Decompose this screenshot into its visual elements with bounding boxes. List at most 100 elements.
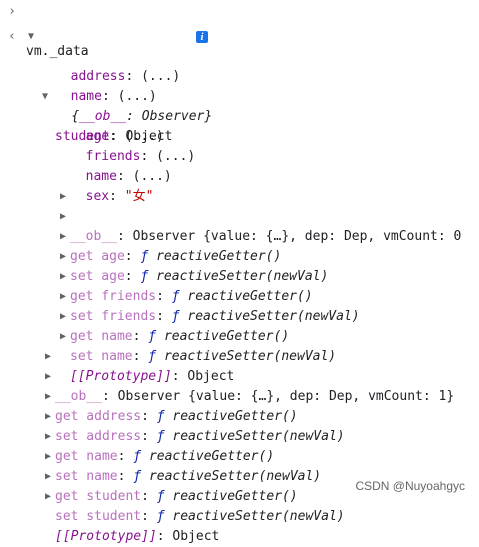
property-value-string: "女" (124, 189, 154, 204)
property-row-age[interactable]: age: (...) (85, 129, 164, 144)
property-row-ob[interactable]: ▶ __ob__: Observer {value: {…}, dep: Dep… (58, 187, 461, 244)
accessor-row[interactable]: ▶ get friends: ƒ reactiveGetter() (58, 247, 313, 304)
object-preview-colon: : (126, 109, 142, 124)
property-key: student (55, 129, 110, 144)
function-icon: ƒ (140, 269, 149, 284)
function-signature: reactiveGetter() (148, 449, 275, 464)
property-key: name (85, 169, 117, 184)
property-value: Object (125, 129, 173, 144)
property-row-student[interactable]: ▼ student: Object (40, 87, 172, 144)
accessor-key: get name (55, 449, 118, 464)
property-key: sex (85, 189, 110, 204)
function-icon: ƒ (133, 469, 142, 484)
accessor-key: set student (55, 509, 142, 524)
prototype-value: Object (172, 529, 220, 544)
property-row-name[interactable]: name: (...) (70, 89, 157, 104)
object-preview-close-brace: } (204, 109, 213, 124)
root-ob-row[interactable]: ▶ __ob__: Observer {value: {…}, dep: Dep… (43, 347, 454, 404)
property-value: Observer {value: {…}, dep: Dep, vmCount:… (132, 229, 462, 244)
property-value[interactable]: (...) (141, 69, 181, 84)
function-signature: reactiveSetter(newVal) (148, 469, 322, 484)
collapsed-triangle-icon[interactable]: ▶ (44, 451, 52, 462)
function-signature: reactiveSetter(newVal) (172, 429, 345, 444)
root-accessor-row[interactable]: ▶ get address: ƒ reactiveGetter() (43, 367, 298, 424)
expanded-triangle-icon[interactable]: ▼ (41, 91, 49, 102)
root-accessor-row[interactable]: ▶ get student: ƒ reactiveGetter() (43, 447, 298, 504)
root-accessor-row[interactable]: ▶ set address: ƒ reactiveSetter(newVal) (43, 387, 345, 444)
function-signature: reactiveSetter(newVal) (172, 509, 345, 524)
function-signature: reactiveGetter() (156, 249, 282, 264)
accessor-row[interactable]: ▶ set age: ƒ reactiveSetter(newVal) (58, 227, 328, 284)
info-icon[interactable]: i (196, 31, 208, 43)
console-input-line: › vm._data (0, 2, 479, 59)
property-value[interactable]: (...) (117, 89, 157, 104)
prototype-key: [[Prototype]] (55, 529, 157, 544)
function-signature: reactiveSetter(newVal) (156, 269, 329, 284)
property-key: friends (85, 149, 141, 164)
prompt-chevron-icon: › (8, 4, 16, 19)
function-signature: reactiveGetter() (187, 289, 313, 304)
collapsed-triangle-icon[interactable]: ▶ (59, 331, 67, 342)
accessor-key: get friends (70, 289, 157, 304)
accessor-key: set age (70, 269, 125, 284)
collapsed-triangle-icon[interactable]: ▶ (59, 291, 67, 302)
function-icon: ƒ (148, 349, 157, 364)
collapsed-triangle-icon[interactable]: ▶ (44, 491, 52, 502)
property-row-name[interactable]: name: (...) (85, 169, 172, 184)
accessor-key: set name (70, 349, 133, 364)
property-value[interactable]: (...) (124, 129, 164, 144)
root-accessor-row[interactable]: ▶ set name: ƒ reactiveSetter(newVal) (43, 427, 321, 484)
object-preview-ob-value: Observer (141, 109, 205, 124)
collapsed-triangle-icon[interactable]: ▶ (44, 351, 52, 362)
accessor-key: set friends (70, 309, 157, 324)
prototype-key: [[Prototype]] (70, 369, 172, 384)
property-key: name (70, 89, 102, 104)
prototype-row[interactable]: ▶ [[Prototype]]: Object (58, 327, 234, 384)
function-icon: ƒ (156, 409, 165, 424)
accessor-key: get age (70, 249, 125, 264)
accessor-row[interactable]: ▶ get name: ƒ reactiveGetter() (58, 287, 289, 344)
result-chevron-icon: ‹ (8, 29, 16, 44)
property-row-address[interactable]: address: (...) (70, 69, 181, 84)
property-value[interactable]: (...) (156, 149, 196, 164)
property-key: __ob__ (70, 229, 117, 244)
collapsed-triangle-icon[interactable]: ▶ (59, 231, 67, 242)
function-signature: reactiveGetter() (172, 489, 298, 504)
collapsed-triangle-icon[interactable]: ▶ (44, 411, 52, 422)
accessor-row[interactable]: ▶ set friends: ƒ reactiveSetter(newVal) (58, 267, 360, 324)
prototype-value: Object (187, 369, 235, 384)
accessor-key: set name (55, 469, 118, 484)
function-icon: ƒ (148, 329, 157, 344)
property-value: Observer {value: {…}, dep: Dep, vmCount:… (117, 389, 455, 404)
expanded-triangle-icon[interactable]: ▼ (27, 31, 35, 42)
collapsed-triangle-icon[interactable]: ▶ (44, 371, 52, 382)
collapsed-triangle-icon[interactable]: ▶ (59, 311, 67, 322)
accessor-key: set address (55, 429, 142, 444)
collapsed-triangle-icon[interactable]: ▶ (59, 251, 67, 262)
root-accessor-row[interactable]: ▶ get name: ƒ reactiveGetter() (43, 407, 274, 464)
property-value[interactable]: (...) (132, 169, 172, 184)
collapsed-triangle-icon[interactable]: ▶ (44, 431, 52, 442)
collapsed-triangle-icon[interactable]: ▶ (44, 391, 52, 402)
function-icon: ƒ (140, 249, 149, 264)
collapsed-triangle-icon[interactable]: ▶ (59, 191, 67, 202)
collapsed-triangle-icon[interactable]: ▶ (44, 471, 52, 482)
function-icon: ƒ (156, 429, 165, 444)
accessor-key: get address (55, 409, 142, 424)
root-prototype-row[interactable]: ▶ [[Prototype]]: Object (43, 487, 219, 544)
watermark: CSDN @Nuyoahgyc (355, 479, 465, 493)
accessor-key: get name (70, 329, 133, 344)
accessor-row[interactable]: ▶ get age: ƒ reactiveGetter() (58, 207, 281, 264)
function-icon: ƒ (171, 289, 180, 304)
function-signature: reactiveSetter(newVal) (163, 349, 337, 364)
accessor-row[interactable]: ▶ set name: ƒ reactiveSetter(newVal) (58, 307, 336, 364)
root-accessor-row[interactable]: ▶ set student: ƒ reactiveSetter(newVal) (43, 467, 345, 524)
function-icon: ƒ (133, 449, 142, 464)
property-row-friends[interactable]: friends: (...) (85, 149, 196, 164)
function-icon: ƒ (156, 509, 165, 524)
collapsed-triangle-icon[interactable]: ▶ (59, 271, 67, 282)
accessor-key: get student (55, 489, 142, 504)
property-row-sex[interactable]: sex: "女" (85, 189, 154, 204)
collapsed-triangle-icon[interactable]: ▶ (59, 211, 67, 222)
console-result-object[interactable]: ‹ ▼ {__ob__: Observer} i (0, 27, 479, 124)
